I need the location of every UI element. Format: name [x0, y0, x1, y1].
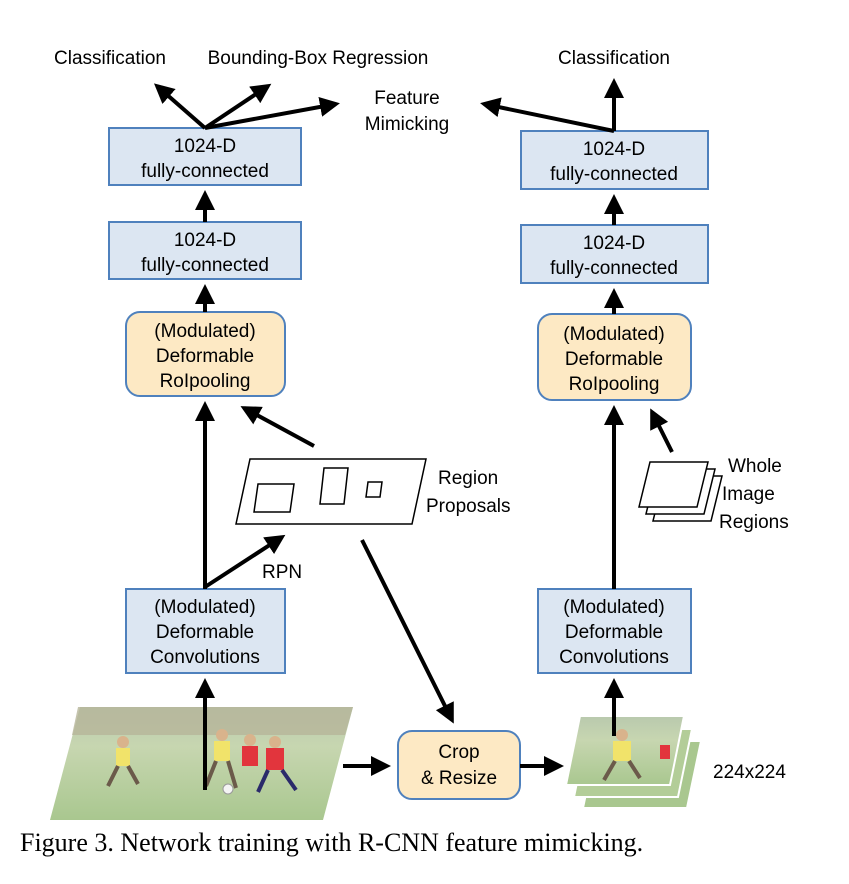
arrow-to-feature-mimicking-left: [204, 97, 340, 130]
left-fc1-box: 1024-D fully-connected: [108, 221, 302, 280]
right-fc1-box: 1024-D fully-connected: [520, 224, 709, 284]
bbox-regression-label: Bounding-Box Regression: [208, 48, 429, 69]
figure-caption: Figure 3. Network training with R-CNN fe…: [20, 828, 644, 857]
right-conv-line3: Convolutions: [559, 647, 669, 668]
classification-right-label: Classification: [558, 48, 670, 69]
arrow-rpn: [203, 534, 286, 589]
left-fc2-line1: 1024-D: [174, 136, 236, 157]
whole-image-label-line3: Regions: [719, 512, 789, 533]
soccer-players-picture: [106, 729, 298, 795]
right-roipool-line2: Deformable: [565, 349, 663, 370]
region-proposals-plane: [235, 458, 427, 525]
feature-mimicking-label-line1: Feature: [374, 88, 439, 109]
right-roipool-line3: RoIpooling: [569, 374, 660, 395]
right-arrows: [480, 78, 674, 736]
right-conv-box: (Modulated) Deformable Convolutions: [537, 588, 692, 674]
left-conv-line3: Convolutions: [150, 647, 260, 668]
left-roipool-line1: (Modulated): [154, 321, 255, 342]
left-roipool-box: (Modulated) Deformable RoIpooling: [125, 311, 286, 397]
right-fc2-box: 1024-D fully-connected: [520, 130, 709, 190]
left-fc1-line2: fully-connected: [141, 255, 269, 276]
left-fc2-box: 1024-D fully-connected: [108, 127, 302, 186]
right-fc1-line2: fully-connected: [550, 258, 678, 279]
left-conv-box: (Modulated) Deformable Convolutions: [125, 588, 286, 674]
left-fc1-line1: 1024-D: [174, 230, 236, 251]
right-fc2-line1: 1024-D: [583, 139, 645, 160]
right-conv-line1: (Modulated): [563, 597, 664, 618]
right-roipool-line1: (Modulated): [563, 324, 664, 345]
left-arrows: [153, 83, 564, 790]
left-roipool-line2: Deformable: [156, 346, 254, 367]
region-proposals-label-line2: Proposals: [426, 496, 511, 517]
crop-line2: & Resize: [421, 768, 497, 789]
arrow-proposals-to-crop: [360, 539, 454, 724]
right-conv-line2: Deformable: [565, 622, 663, 643]
classification-left-label: Classification: [54, 48, 166, 69]
right-roipool-box: (Modulated) Deformable RoIpooling: [537, 313, 692, 401]
whole-image-label-line1: Whole: [728, 456, 782, 477]
left-roipool-line3: RoIpooling: [160, 371, 251, 392]
left-fc2-line2: fully-connected: [141, 161, 269, 182]
input-image: [50, 707, 353, 820]
crop-resize-box: Crop & Resize: [397, 730, 521, 800]
arrow-whole-regions-to-roipool: [650, 408, 674, 453]
arrow-proposals-to-roipool: [240, 406, 315, 448]
whole-image-label-line2: Image: [722, 484, 775, 505]
arrow-to-bbox-regression: [203, 83, 272, 130]
right-fc1-line1: 1024-D: [583, 233, 645, 254]
arrow-to-feature-mimicking-right: [480, 97, 615, 133]
left-conv-line2: Deformable: [156, 622, 254, 643]
region-proposals-label-line1: Region: [438, 468, 498, 489]
feature-mimicking-label-line2: Mimicking: [365, 114, 449, 135]
whole-image-regions-stack: [638, 461, 723, 522]
rpn-label: RPN: [262, 562, 302, 583]
arrow-to-classification-left: [153, 83, 207, 130]
right-fc2-line2: fully-connected: [550, 164, 678, 185]
left-conv-line1: (Modulated): [154, 597, 255, 618]
cropped-images-stack: [564, 715, 703, 809]
size-label: 224x224: [713, 762, 786, 783]
crop-line1: Crop: [438, 742, 479, 763]
